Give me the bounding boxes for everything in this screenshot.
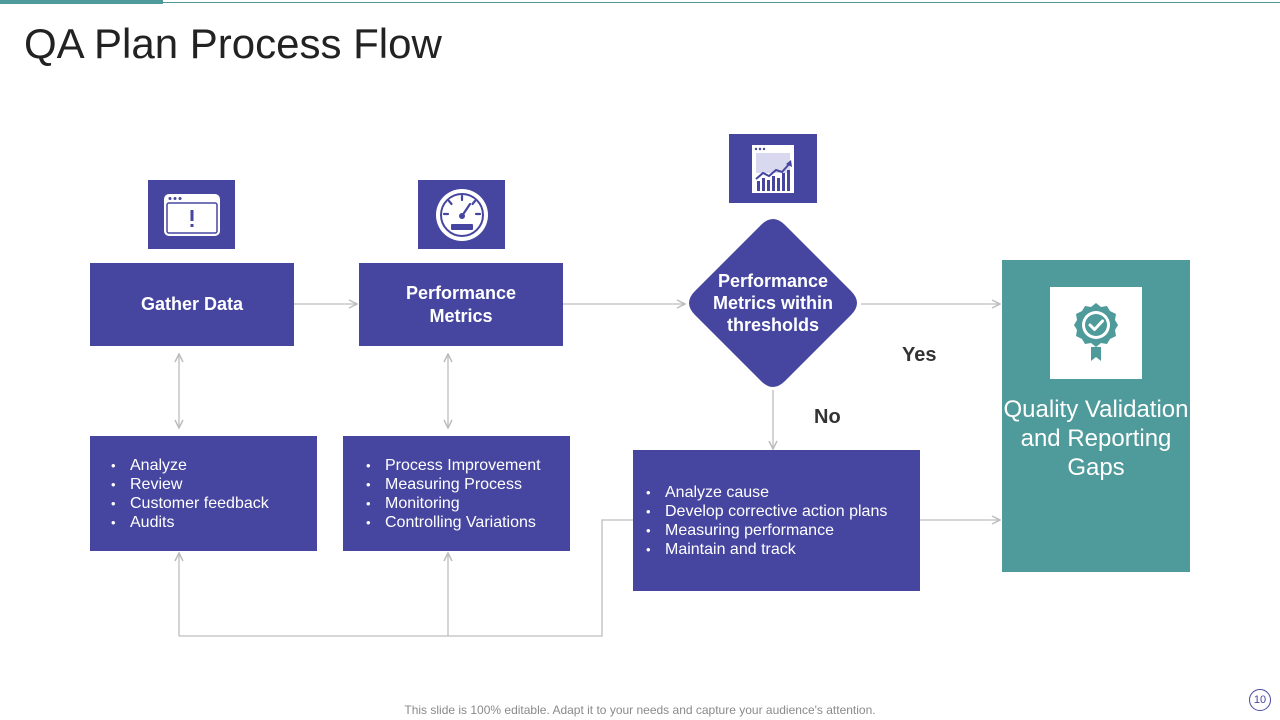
outcome-label: Quality Validation and Reporting Gaps xyxy=(1003,396,1189,481)
top-rule xyxy=(163,2,1280,3)
feedback-loop-line xyxy=(179,519,633,637)
gather-list: Analyze Review Customer feedback Audits xyxy=(90,456,269,532)
browser-alert-icon xyxy=(163,193,220,236)
list-item: Monitoring xyxy=(366,494,541,513)
footer-note: This slide is 100% editable. Adapt it to… xyxy=(404,703,876,717)
performance-metrics-node: Performance Metrics xyxy=(359,263,563,346)
gather-icon-box xyxy=(148,180,235,249)
list-item: Measuring performance xyxy=(646,521,887,540)
performance-icon-box xyxy=(418,180,505,249)
list-item: Develop corrective action plans xyxy=(646,502,887,521)
performance-metrics-label: Performance Metrics xyxy=(405,282,517,326)
list-item: Process Improvement xyxy=(366,456,541,475)
performance-list: Process Improvement Measuring Process Mo… xyxy=(343,456,541,532)
no-label: No xyxy=(814,406,841,428)
chart-report-icon xyxy=(752,144,794,193)
performance-list-box: Process Improvement Measuring Process Mo… xyxy=(343,436,570,551)
page-number: 10 xyxy=(1249,689,1271,711)
gather-data-label: Gather Data xyxy=(140,294,244,314)
award-badge-icon xyxy=(1074,303,1118,361)
list-item: Analyze xyxy=(111,456,269,475)
gather-list-box: Analyze Review Customer feedback Audits xyxy=(90,436,317,551)
decision-label: Performance Metrics within thresholds xyxy=(712,271,833,335)
speedometer-icon xyxy=(435,188,488,241)
list-item: Controlling Variations xyxy=(366,513,541,532)
top-accent-bar xyxy=(0,0,163,4)
list-item: Analyze cause xyxy=(646,483,887,502)
decision-diamond xyxy=(689,219,857,387)
list-item: Maintain and track xyxy=(646,540,887,559)
list-item: Audits xyxy=(111,513,269,532)
list-item: Customer feedback xyxy=(111,494,269,513)
gather-data-node: Gather Data xyxy=(90,263,294,346)
corrective-list: Analyze cause Develop corrective action … xyxy=(633,483,887,559)
outcome-icon-box xyxy=(1050,287,1142,379)
decision-icon-box xyxy=(729,134,817,203)
yes-label: Yes xyxy=(902,344,937,366)
list-item: Review xyxy=(111,475,269,494)
corrective-list-box: Analyze cause Develop corrective action … xyxy=(633,450,920,591)
list-item: Measuring Process xyxy=(366,475,541,494)
slide-title: QA Plan Process Flow xyxy=(24,20,442,67)
